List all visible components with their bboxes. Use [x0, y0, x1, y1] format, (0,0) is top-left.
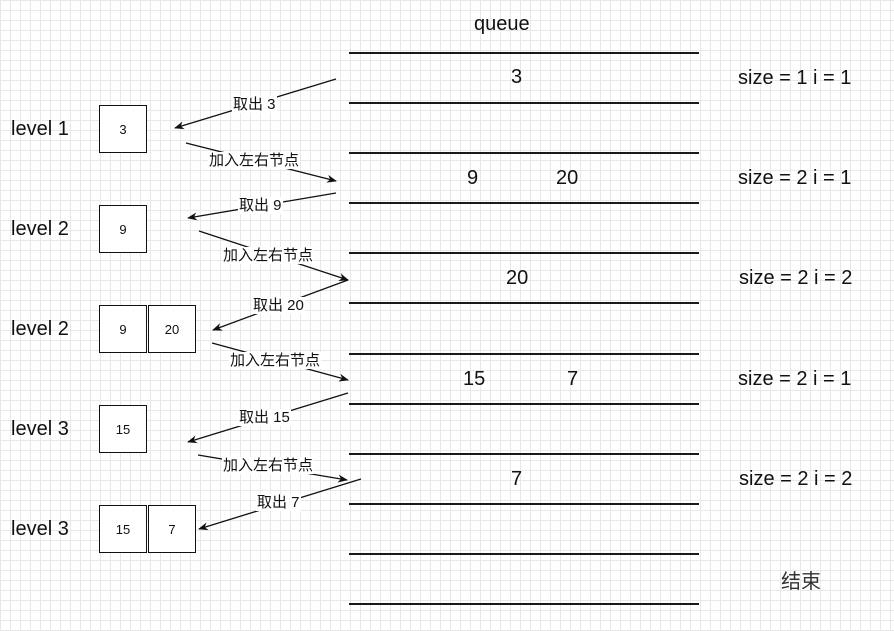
level-label: level 1 — [11, 118, 69, 140]
queue-line — [349, 603, 699, 605]
status-label: size = 2 i = 2 — [739, 267, 853, 289]
status-label: size = 2 i = 1 — [738, 167, 852, 189]
result-box: 7 — [148, 505, 196, 553]
take-label: 取出 7 — [256, 494, 301, 511]
take-label: 取出 20 — [252, 297, 305, 314]
take-label: 取出 15 — [238, 409, 291, 426]
result-box: 9 — [99, 305, 147, 353]
level-label: level 3 — [11, 418, 69, 440]
end-label: 结束 — [781, 571, 821, 593]
queue-line — [349, 353, 699, 355]
status-label: size = 1 i = 1 — [738, 67, 852, 89]
queue-value: 15 — [463, 368, 486, 390]
add-label: 加入左右节点 — [208, 152, 301, 169]
add-label: 加入左右节点 — [229, 352, 322, 369]
queue-value: 20 — [506, 267, 529, 289]
level-label: level 2 — [11, 218, 69, 240]
level-label: level 3 — [11, 518, 69, 540]
queue-line — [349, 503, 699, 505]
queue-value: 20 — [556, 167, 579, 189]
result-box: 9 — [99, 205, 147, 253]
take-label: 取出 3 — [232, 96, 277, 113]
add-label: 加入左右节点 — [222, 457, 315, 474]
queue-line — [349, 202, 699, 204]
queue-line — [349, 553, 699, 555]
level-label: level 2 — [11, 318, 69, 340]
queue-title: queue — [474, 13, 530, 35]
result-box: 15 — [99, 405, 147, 453]
queue-value: 7 — [567, 368, 579, 390]
queue-line — [349, 52, 699, 54]
take-label: 取出 9 — [238, 197, 283, 214]
queue-value: 3 — [511, 66, 523, 88]
queue-line — [349, 453, 699, 455]
result-box: 20 — [148, 305, 196, 353]
result-box: 15 — [99, 505, 147, 553]
queue-line — [349, 152, 699, 154]
status-label: size = 2 i = 1 — [738, 368, 852, 390]
queue-line — [349, 252, 699, 254]
queue-line — [349, 403, 699, 405]
queue-line — [349, 302, 699, 304]
result-box: 3 — [99, 105, 147, 153]
queue-value: 9 — [467, 167, 479, 189]
add-label: 加入左右节点 — [222, 247, 315, 264]
queue-value: 7 — [511, 468, 523, 490]
status-label: size = 2 i = 2 — [739, 468, 853, 490]
queue-line — [349, 102, 699, 104]
